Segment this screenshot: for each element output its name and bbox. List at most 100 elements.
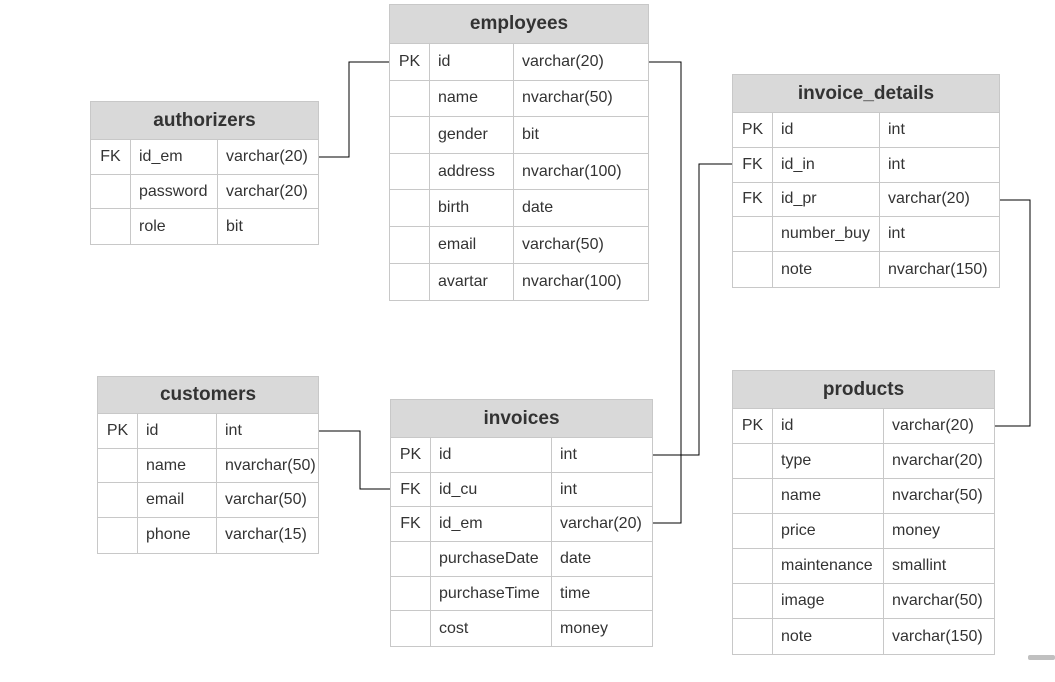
column-name: phone <box>138 518 217 553</box>
column-name: id <box>138 414 217 448</box>
key-cell: FK <box>391 507 431 542</box>
column-type: nvarchar(50) <box>225 456 316 474</box>
key-cell <box>733 252 773 287</box>
column-name: purchaseDate <box>431 542 552 576</box>
table-row: image nvarchar(50) <box>733 584 994 619</box>
key-cell <box>98 518 138 553</box>
column-name: price <box>773 514 884 548</box>
key-cell: PK <box>98 414 138 448</box>
entity-title: employees <box>390 5 648 44</box>
column-name: role <box>131 209 218 245</box>
column-type: bit <box>226 217 243 235</box>
column-name: image <box>773 584 884 618</box>
table-row: password varchar(20) <box>91 174 318 210</box>
column-type: nvarchar(100) <box>522 272 622 290</box>
table-row: gender bit <box>390 117 648 154</box>
key-cell <box>390 226 430 263</box>
column-name: name <box>430 80 514 117</box>
column-type: varchar(50) <box>225 491 307 509</box>
column-type: varchar(20) <box>226 147 308 165</box>
column-type: int <box>560 445 577 463</box>
column-name: password <box>131 174 218 209</box>
key-cell: FK <box>733 147 773 182</box>
key-cell <box>733 549 773 583</box>
column-name: name <box>773 479 884 513</box>
scrollbar-thumb[interactable] <box>1028 655 1055 660</box>
key-cell <box>391 576 431 611</box>
entity-title: products <box>733 371 994 409</box>
column-type: varchar(50) <box>522 235 604 253</box>
key-cell <box>733 619 773 654</box>
key-cell <box>91 209 131 245</box>
key-cell: FK <box>91 140 131 174</box>
column-type: int <box>888 225 905 243</box>
column-name: id_em <box>431 507 552 542</box>
table-row: name nvarchar(50) <box>390 80 648 118</box>
column-name: purchaseTime <box>431 576 552 611</box>
entity-title: invoices <box>391 400 652 438</box>
column-name: email <box>138 483 217 518</box>
key-cell <box>98 448 138 483</box>
key-cell: FK <box>733 182 773 217</box>
key-cell: PK <box>733 409 773 443</box>
entity-title: authorizers <box>91 102 318 140</box>
table-row: name nvarchar(50) <box>733 479 994 514</box>
column-type: smallint <box>892 557 947 574</box>
column-type: int <box>225 421 242 439</box>
column-name: id <box>773 113 880 147</box>
column-name: birth <box>430 190 514 226</box>
key-cell: PK <box>733 113 773 147</box>
connector-invoices-invoice-details <box>652 163 732 456</box>
column-name: type <box>773 444 884 478</box>
key-cell: PK <box>390 44 430 80</box>
column-name: avartar <box>430 263 514 301</box>
table-row: type nvarchar(20) <box>733 444 994 479</box>
column-type: nvarchar(50) <box>522 89 613 107</box>
column-name: note <box>773 252 880 287</box>
column-type: varchar(20) <box>226 182 308 200</box>
column-name: id_cu <box>431 472 552 507</box>
column-name: gender <box>430 117 514 153</box>
column-type: varchar(15) <box>225 526 307 544</box>
column-name: id_pr <box>773 182 880 217</box>
column-name: name <box>138 448 217 483</box>
column-type: money <box>560 619 609 637</box>
table-row: name nvarchar(50) <box>98 448 318 484</box>
column-name: id_in <box>773 147 880 182</box>
column-type: nvarchar(100) <box>522 162 622 180</box>
entity-title: invoice_details <box>733 75 999 113</box>
key-cell <box>733 514 773 548</box>
column-type: nvarchar(50) <box>892 592 983 609</box>
column-type: int <box>888 120 905 138</box>
key-cell <box>98 483 138 518</box>
column-type: varchar(20) <box>888 190 970 208</box>
key-cell: FK <box>391 472 431 507</box>
column-type: varchar(20) <box>522 52 604 70</box>
column-type: bit <box>522 125 539 143</box>
key-cell <box>91 174 131 209</box>
connector-authorizers-employees <box>319 61 389 158</box>
column-name: number_buy <box>773 217 880 252</box>
column-type: nvarchar(50) <box>892 487 983 504</box>
connector-employees-invoices <box>648 61 682 524</box>
column-type: nvarchar(20) <box>892 452 983 469</box>
table-row: phone varchar(15) <box>98 518 318 553</box>
